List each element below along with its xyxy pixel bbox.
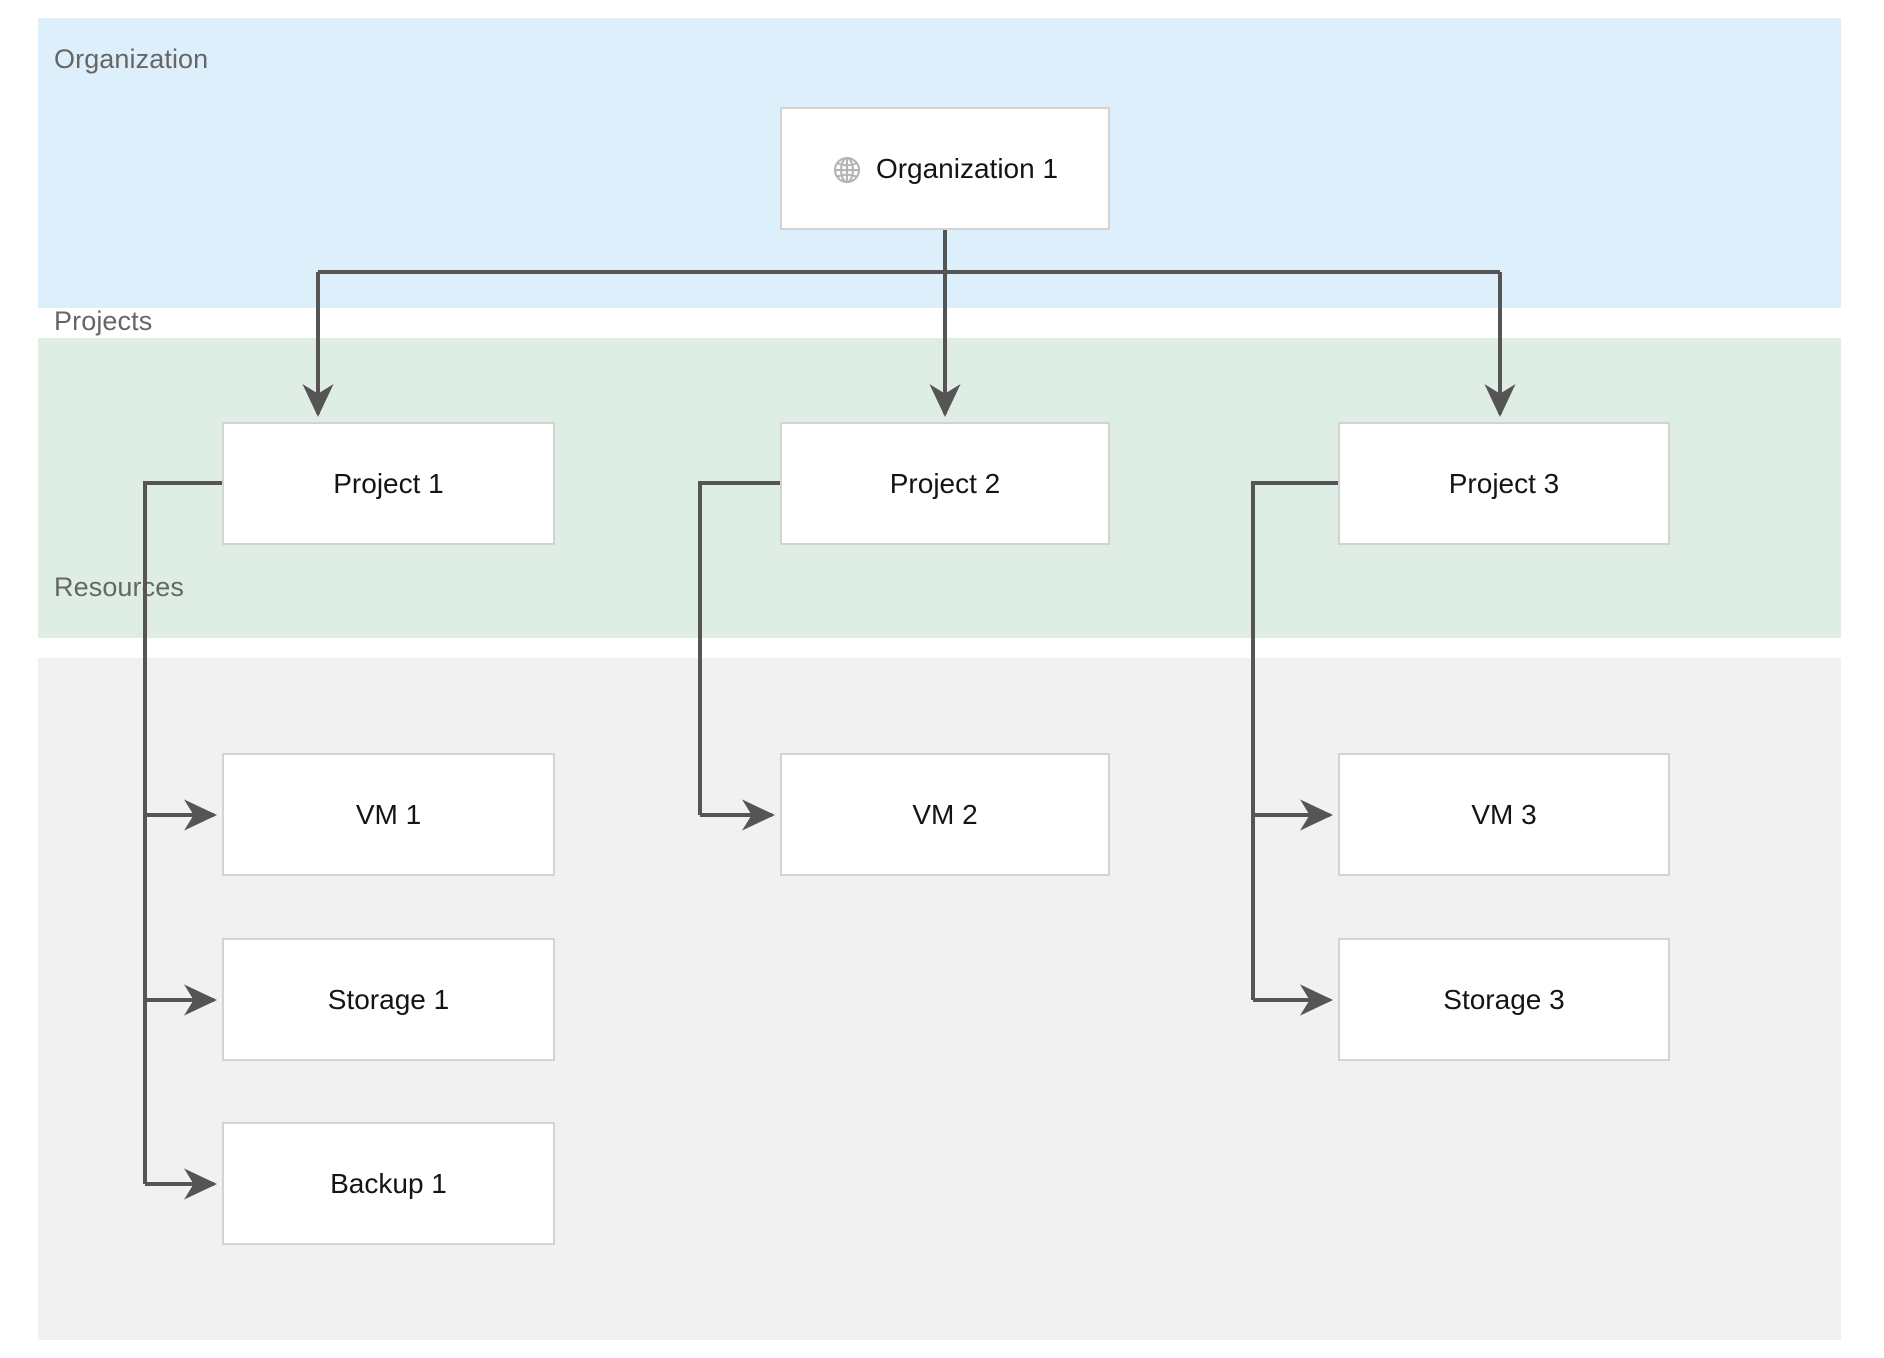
node-label: VM 3: [1471, 798, 1537, 830]
node-storage-3[interactable]: Storage 3: [1338, 938, 1670, 1061]
node-label: Project 2: [889, 467, 1001, 499]
node-label: Storage 1: [327, 983, 450, 1015]
node-vm-2[interactable]: VM 2: [780, 753, 1110, 876]
node-organization-1[interactable]: Organization 1: [780, 107, 1110, 230]
node-label: VM 1: [355, 798, 422, 830]
band-label-resources: Resources: [54, 572, 184, 602]
node-backup-1[interactable]: Backup 1: [222, 1122, 555, 1245]
node-project-1[interactable]: Project 1: [222, 422, 555, 545]
node-label: Project 3: [1448, 467, 1560, 499]
node-vm-3[interactable]: VM 3: [1338, 753, 1670, 876]
band-label-organization: Organization: [54, 44, 209, 74]
node-label: Organization 1: [875, 152, 1059, 184]
node-label: VM 2: [912, 798, 978, 830]
node-project-3[interactable]: Project 3: [1338, 422, 1670, 545]
node-project-2[interactable]: Project 2: [780, 422, 1110, 545]
node-label: Backup 1: [330, 1167, 447, 1199]
node-label: Storage 3: [1443, 983, 1565, 1015]
node-label: Project 1: [333, 467, 444, 499]
node-vm-1[interactable]: VM 1: [222, 753, 555, 876]
node-storage-1[interactable]: Storage 1: [222, 938, 555, 1061]
globe-icon: [832, 155, 862, 185]
band-label-projects: Projects: [54, 306, 153, 336]
